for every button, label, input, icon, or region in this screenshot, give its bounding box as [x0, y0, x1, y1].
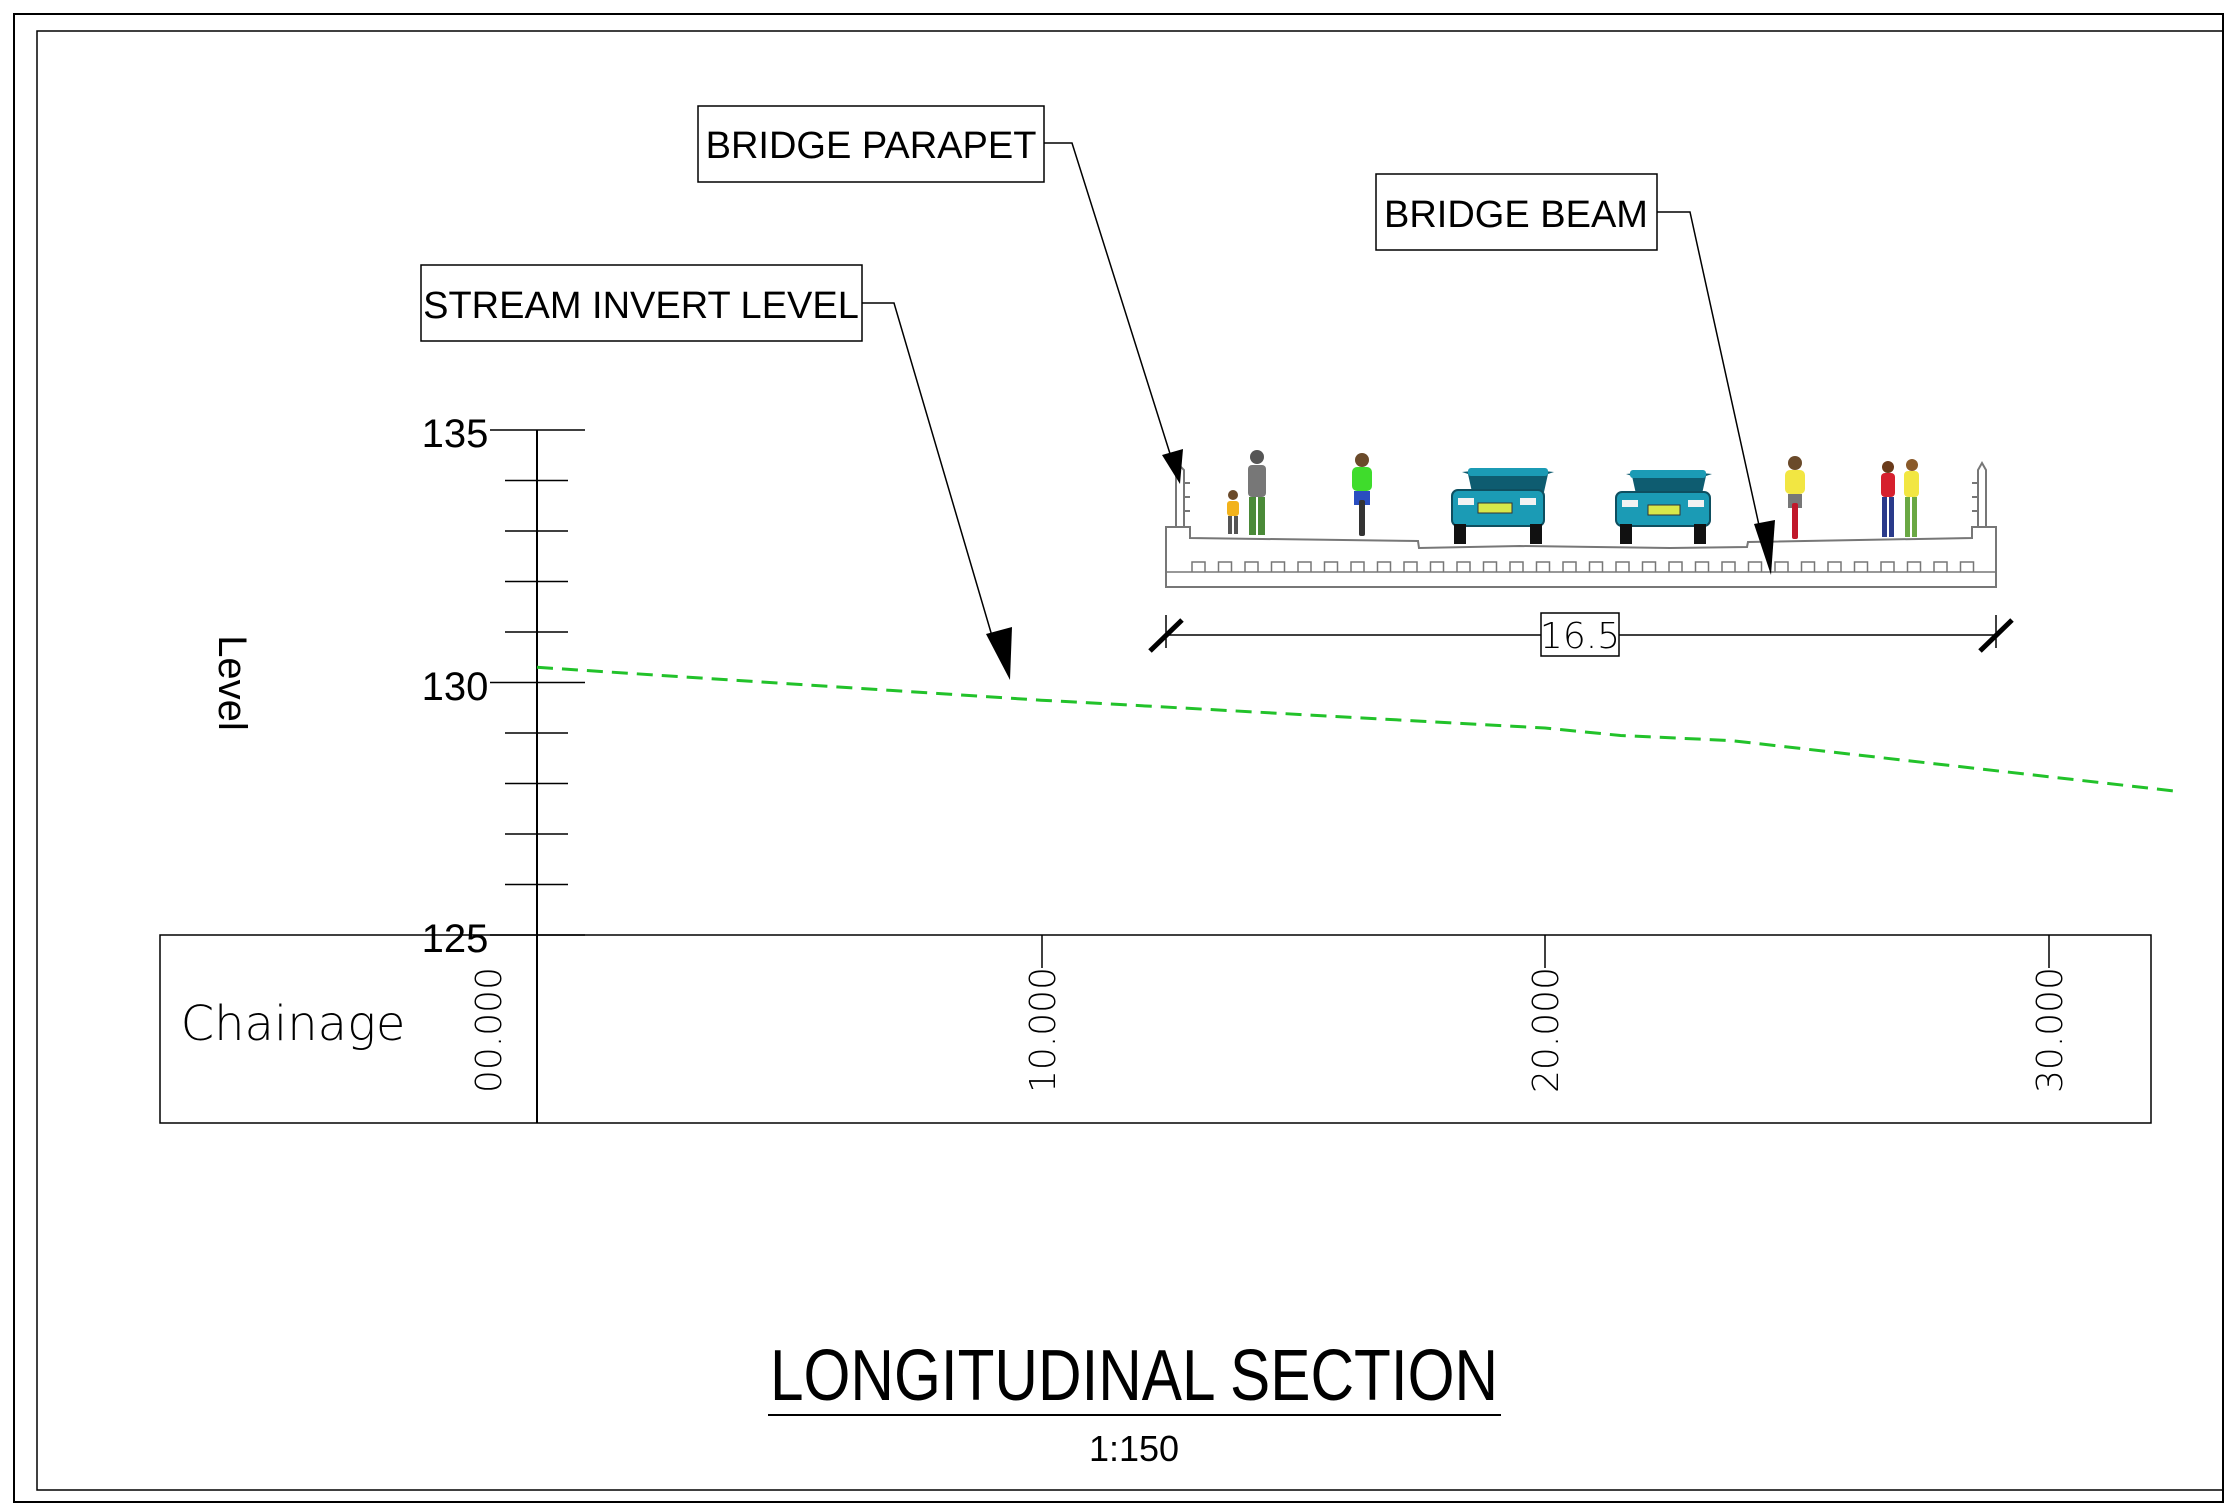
beam-tooth — [1959, 561, 1975, 572]
chainage-box — [159, 934, 2152, 1124]
cyclist-yellow — [1785, 456, 1805, 539]
beam-tooth — [1641, 561, 1657, 572]
callout-stream-invert-level: STREAM INVERT LEVEL — [420, 264, 1012, 680]
beam-tooth — [1509, 561, 1524, 572]
beam-tooth — [1933, 561, 1948, 572]
stream-invert-level-line — [536, 665, 2176, 793]
beam-tooth — [1482, 561, 1498, 572]
car-left — [1451, 468, 1554, 544]
cyclist-green — [1352, 453, 1372, 536]
level-tick-label-125: 125 — [422, 917, 489, 961]
chainage-label: Chainage — [181, 996, 406, 1052]
beam-tooth — [1562, 561, 1577, 572]
beam-tooth — [1615, 561, 1630, 572]
beam-tooth — [1535, 561, 1551, 572]
bridge-cross-section: 16.5 — [1148, 450, 2014, 657]
child-figure — [1227, 490, 1239, 534]
callout-bridge-beam-label: BRIDGE BEAM — [1384, 194, 1648, 236]
bridge-deck — [1165, 526, 1997, 588]
beam-tooth — [1853, 561, 1869, 572]
beam-tooth — [1191, 561, 1206, 572]
beam-tooth — [1800, 561, 1816, 572]
beam-tooth — [1270, 561, 1286, 572]
level-tick-label-135: 135 — [422, 412, 489, 456]
callout-bridge-beam: BRIDGE BEAM — [1375, 173, 1775, 575]
span-dimension-box — [1540, 612, 1620, 657]
beam-tooth — [1588, 561, 1604, 572]
beam-tooth — [1827, 561, 1842, 572]
pedestrians-pair — [1881, 459, 1919, 537]
drawing-title-block: LONGITUDINAL SECTION 1:150 — [768, 1336, 1501, 1469]
beam-tooth — [1721, 561, 1736, 572]
parapet-right — [1972, 460, 1987, 527]
level-axis-label: Level — [210, 635, 254, 731]
chainage-tick-label-30: 30.000 — [2030, 967, 2071, 1093]
span-dimension-value: 16.5 — [1540, 616, 1620, 657]
span-dimension: 16.5 — [1148, 612, 2014, 657]
chainage-tick-label-10: 10.000 — [1023, 967, 1064, 1093]
beam-tooth — [1376, 561, 1392, 572]
beam-tooth — [1403, 561, 1418, 572]
drawing-scale: 1:150 — [1089, 1428, 1179, 1469]
beam-tooth — [1747, 561, 1763, 572]
beam-tooth — [1244, 561, 1259, 572]
beam-tooth — [1906, 561, 1922, 572]
beam-tooth — [1350, 561, 1365, 572]
beam-tooth — [1456, 561, 1471, 572]
level-tick-label-130: 130 — [422, 665, 489, 709]
adult-figure — [1248, 450, 1266, 535]
beam-tooth — [1323, 561, 1339, 572]
level-axis: Level 135 130 125 — [210, 412, 585, 1123]
callout-bridge-parapet-arrowhead — [1162, 449, 1183, 484]
callout-stream-invert-level-arrowhead — [986, 627, 1012, 680]
car-right — [1615, 470, 1712, 544]
beam-tooth — [1297, 561, 1312, 572]
callout-bridge-parapet-label: BRIDGE PARAPET — [706, 125, 1037, 167]
chainage-tick-label-0: 00.000 — [469, 967, 510, 1093]
beam-tooth — [1694, 561, 1710, 572]
chainage-band: Chainage 00.000 10.000 20.000 30.000 — [159, 934, 2152, 1124]
bridge-beam-teeth — [1191, 561, 1975, 572]
beam-tooth — [1217, 561, 1233, 572]
callout-bridge-beam-arrowhead — [1754, 520, 1775, 575]
callout-stream-invert-level-label: STREAM INVERT LEVEL — [423, 285, 859, 327]
beam-tooth — [1880, 561, 1895, 572]
inner-border — [36, 30, 2224, 1491]
drawing-title: LONGITUDINAL SECTION — [770, 1336, 1498, 1416]
beam-tooth — [1668, 561, 1683, 572]
callout-bridge-parapet: BRIDGE PARAPET — [697, 105, 1183, 484]
beam-tooth — [1774, 561, 1789, 572]
chainage-tick-label-20: 20.000 — [1526, 967, 1567, 1093]
beam-tooth — [1429, 561, 1445, 572]
